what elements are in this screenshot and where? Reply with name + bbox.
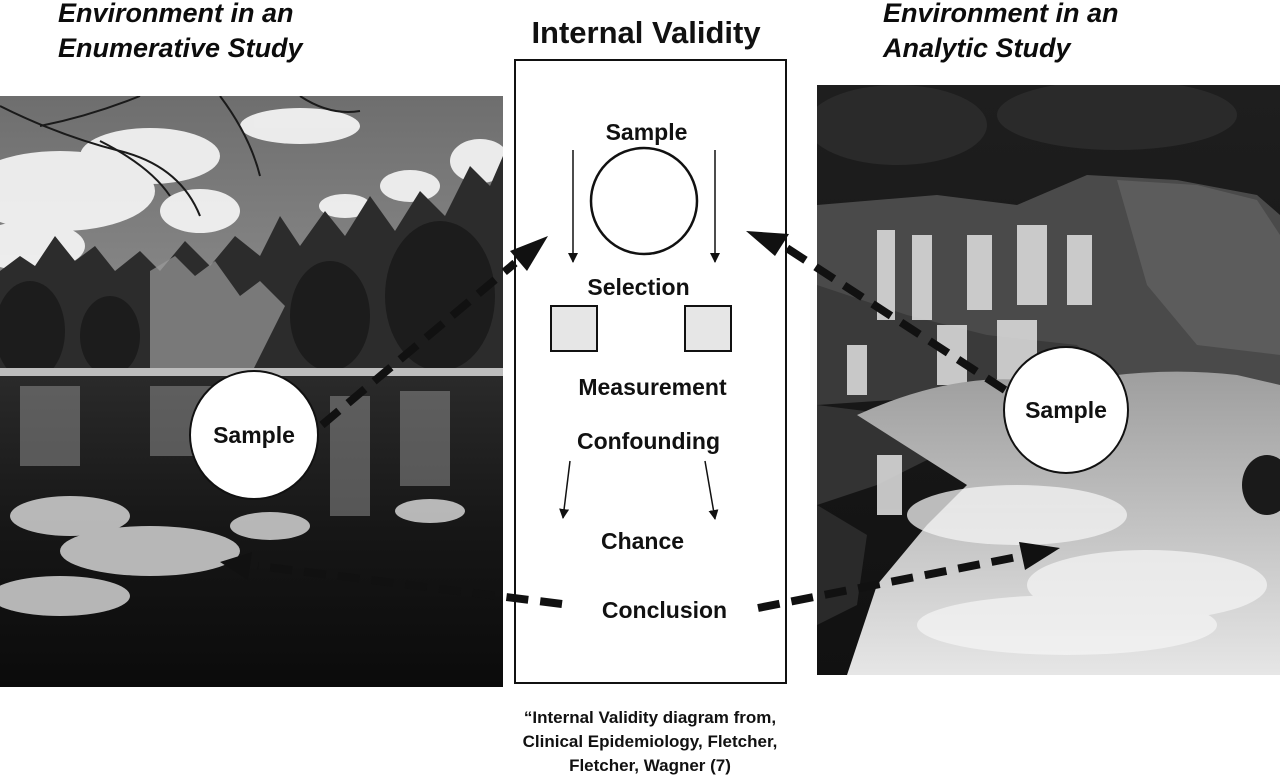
- heading-left-line2: Enumerative Study: [58, 33, 303, 63]
- heading-left-line1: Environment in an: [58, 0, 294, 28]
- citation-line3: Fletcher, Wagner (7): [569, 756, 731, 775]
- heading-right-line2: Analytic Study: [883, 33, 1071, 63]
- citation-line1: “Internal Validity diagram from,: [523, 708, 777, 727]
- internal-validity-box: Sample Selection Measurement Confounding…: [514, 59, 787, 684]
- analytic-study-heading: Environment in an Analytic Study: [883, 0, 1119, 66]
- sample-bubble-left: Sample: [189, 370, 319, 500]
- internal-validity-title: Internal Validity: [531, 15, 761, 50]
- sample-bubble-right: Sample: [1003, 346, 1129, 474]
- measurement-label: Measurement: [578, 374, 727, 400]
- citation: “Internal Validity diagram from, Clinica…: [470, 706, 830, 778]
- sample-bubble-right-label: Sample: [1025, 396, 1107, 423]
- sample-bubble-left-label: Sample: [213, 421, 295, 448]
- confounding-label: Confounding: [576, 428, 721, 454]
- chance-label: Chance: [600, 528, 685, 554]
- citation-line2: Clinical Epidemiology, Fletcher,: [522, 732, 778, 751]
- sample-label: Sample: [605, 119, 688, 145]
- conclusion-label: Conclusion: [601, 597, 728, 623]
- enumerative-study-heading: Environment in an Enumerative Study: [58, 0, 303, 66]
- heading-right-line1: Environment in an: [883, 0, 1119, 28]
- selection-label: Selection: [587, 274, 690, 300]
